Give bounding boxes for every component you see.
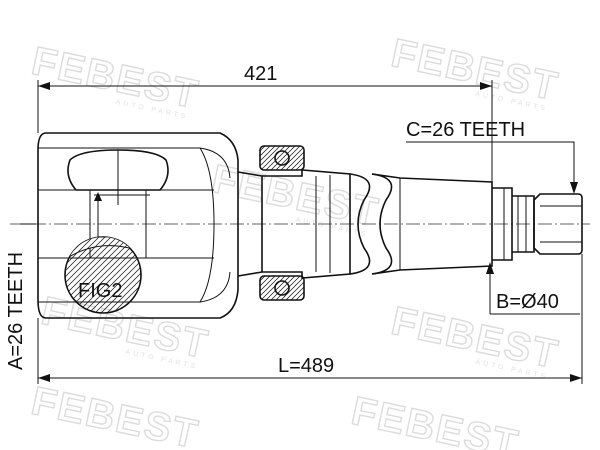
bearing-top-hatch-line xyxy=(260,146,281,170)
watermark-7: FEBEST xyxy=(347,388,524,450)
fig2-hatch-line xyxy=(65,237,131,313)
bearing-top-hatch-line xyxy=(290,146,304,170)
fig2-hatch-line xyxy=(65,237,141,313)
watermark-1: FEBEST AUTO PARTS xyxy=(27,38,204,121)
fig2-hatch-line xyxy=(87,237,141,313)
outer-teeth-label: C=26 TEETH xyxy=(406,119,525,141)
fig2-hatch-line xyxy=(111,237,141,313)
bearing-bottom-hatch-line xyxy=(275,276,301,300)
bearing-bottom-hatch-line xyxy=(265,276,291,300)
dimension-c-teeth: C=26 TEETH xyxy=(406,119,578,194)
bearing-bottom-hatch-line xyxy=(260,276,286,300)
bearing-top xyxy=(259,145,305,171)
bearing-bottom-hatch-line xyxy=(270,276,296,300)
fig2-hatch-line xyxy=(93,237,141,313)
diameter-label: B=Ø40 xyxy=(496,291,559,313)
fig2-hatch-line xyxy=(65,237,107,313)
dimension-421: 421 xyxy=(37,63,493,182)
watermark-6: FEBEST xyxy=(27,378,204,450)
bearing-bottom-hatch-line xyxy=(260,276,261,300)
bearing-bottom xyxy=(259,275,305,301)
svg-text:FEBEST: FEBEST xyxy=(348,389,523,450)
fig2-hatch-line xyxy=(65,237,101,313)
dimension-overall: L=489 xyxy=(37,254,583,384)
bearing-top-hatch-line xyxy=(260,146,266,170)
joint-housing xyxy=(37,132,239,319)
bearing-bottom-hatch-line xyxy=(290,276,304,300)
stub-shaft xyxy=(492,187,583,261)
bearing-top-hatch-line xyxy=(285,146,304,170)
bearing-top-hatch-line xyxy=(295,146,304,170)
fig2-hatch-line xyxy=(65,237,113,313)
fig2-hatch-line xyxy=(65,237,119,313)
bearing-bottom-hatch-line xyxy=(260,276,281,300)
bearing-bottom-hatch-line xyxy=(260,276,271,300)
bearing-bottom-hatch-line xyxy=(260,276,276,300)
partial-length-label: 421 xyxy=(244,63,277,85)
fig2-hatch-line xyxy=(75,237,141,313)
bearing-bottom-hatch-line xyxy=(295,276,304,300)
shaft-section xyxy=(262,169,493,279)
bearing-bottom-hatch-line xyxy=(260,276,266,300)
fig2-hatch-line xyxy=(99,237,141,313)
fig2-detail: FIG2 xyxy=(64,192,142,314)
inner-teeth-label: A=26 TEETH xyxy=(5,252,27,370)
bearing-top-hatch-line xyxy=(275,146,301,170)
fig2-hatch-line xyxy=(65,237,125,313)
fig2-hatch-line xyxy=(81,237,141,313)
overall-length-label: L=489 xyxy=(278,355,334,377)
bearing-bottom-hatch-line xyxy=(280,276,304,300)
fig2-hatch-line xyxy=(65,237,95,313)
bearing-top-hatch-line xyxy=(260,146,286,170)
figure-label: FIG2 xyxy=(78,280,122,302)
bearing-top-hatch-line xyxy=(265,146,291,170)
dimension-a-teeth: A=26 TEETH xyxy=(5,223,36,370)
fig2-hatch-line xyxy=(105,237,141,313)
watermark-2: FEBEST AUTO PARTS xyxy=(387,30,564,113)
bearing-top-hatch-line xyxy=(270,146,296,170)
svg-text:FEBEST: FEBEST xyxy=(28,379,203,450)
bearing-bottom-hatch-line xyxy=(285,276,304,300)
dimension-b-diameter: B=Ø40 xyxy=(486,262,580,315)
bearing-top-hatch-line xyxy=(260,146,276,170)
housing-neck xyxy=(237,171,263,277)
bearing-top-hatch-line xyxy=(280,146,304,170)
bearing-top-hatch-line xyxy=(260,146,271,170)
